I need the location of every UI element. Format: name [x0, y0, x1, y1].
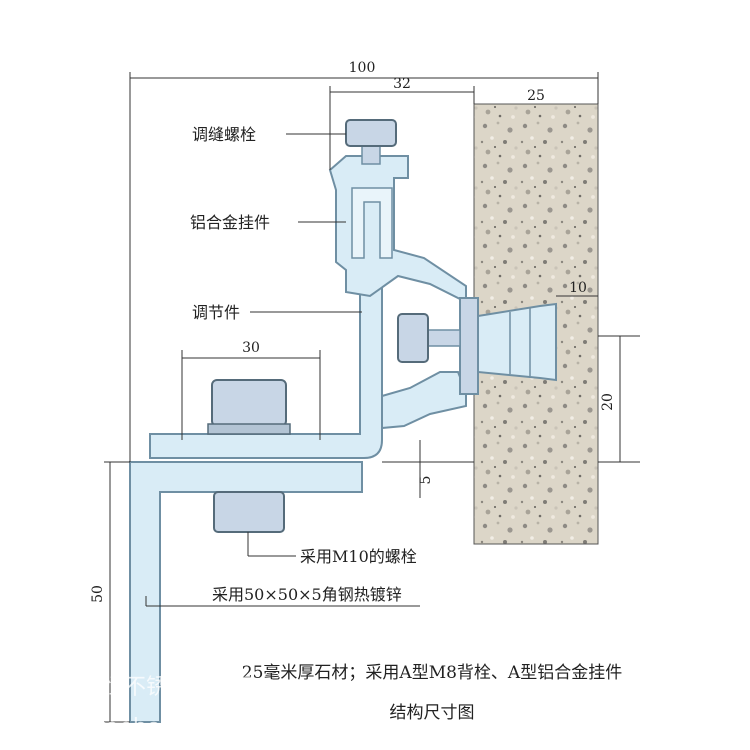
dimension-lines	[104, 72, 640, 723]
adjust-bolt-head	[345, 119, 397, 147]
dim-bolt-spacing: 30	[242, 340, 260, 356]
m10-bolt-shank	[213, 491, 285, 533]
label-adjust-bolt: 调缝螺栓	[192, 125, 256, 144]
alloy-hanger-top	[328, 155, 467, 304]
caption-line2: 结构尺寸图	[390, 703, 475, 723]
dim-angle-leg: 50	[90, 585, 106, 603]
anchor-plate	[459, 297, 479, 395]
label-adjuster: 调节件	[192, 303, 240, 322]
dim-total-width: 100	[349, 60, 376, 76]
label-angle-steel: 采用50×50×5角钢热镀锌	[212, 585, 402, 604]
adjuster-piece	[149, 195, 383, 459]
label-alloy-hanger: 铝合金挂件	[190, 213, 270, 232]
dim-bracket-depth: 32	[393, 76, 411, 92]
caption-line1: 25毫米厚石材；采用A型M8背栓、A型铝合金挂件	[242, 663, 622, 683]
dim-gap: 5	[418, 476, 434, 485]
watermark-company: 兴化市耀恒不锈钢制品厂	[14, 675, 256, 700]
hanger-slot	[351, 187, 393, 259]
dim-anchor-embed: 10	[569, 280, 587, 296]
dim-anchor-offset: 20	[600, 393, 616, 411]
dim-stone-thickness: 25	[527, 88, 545, 104]
watermark-url: https://yaoheng02.cn.china.cn	[14, 715, 349, 740]
m10-bolt-head	[211, 379, 287, 427]
back-bolt-anchor	[477, 302, 557, 382]
horizontal-nut	[397, 313, 429, 363]
m10-washer	[207, 423, 291, 435]
leader-lines	[145, 133, 420, 607]
label-m10-bolt: 采用M10的螺栓	[300, 547, 417, 566]
alloy-hanger-bottom	[381, 371, 467, 430]
